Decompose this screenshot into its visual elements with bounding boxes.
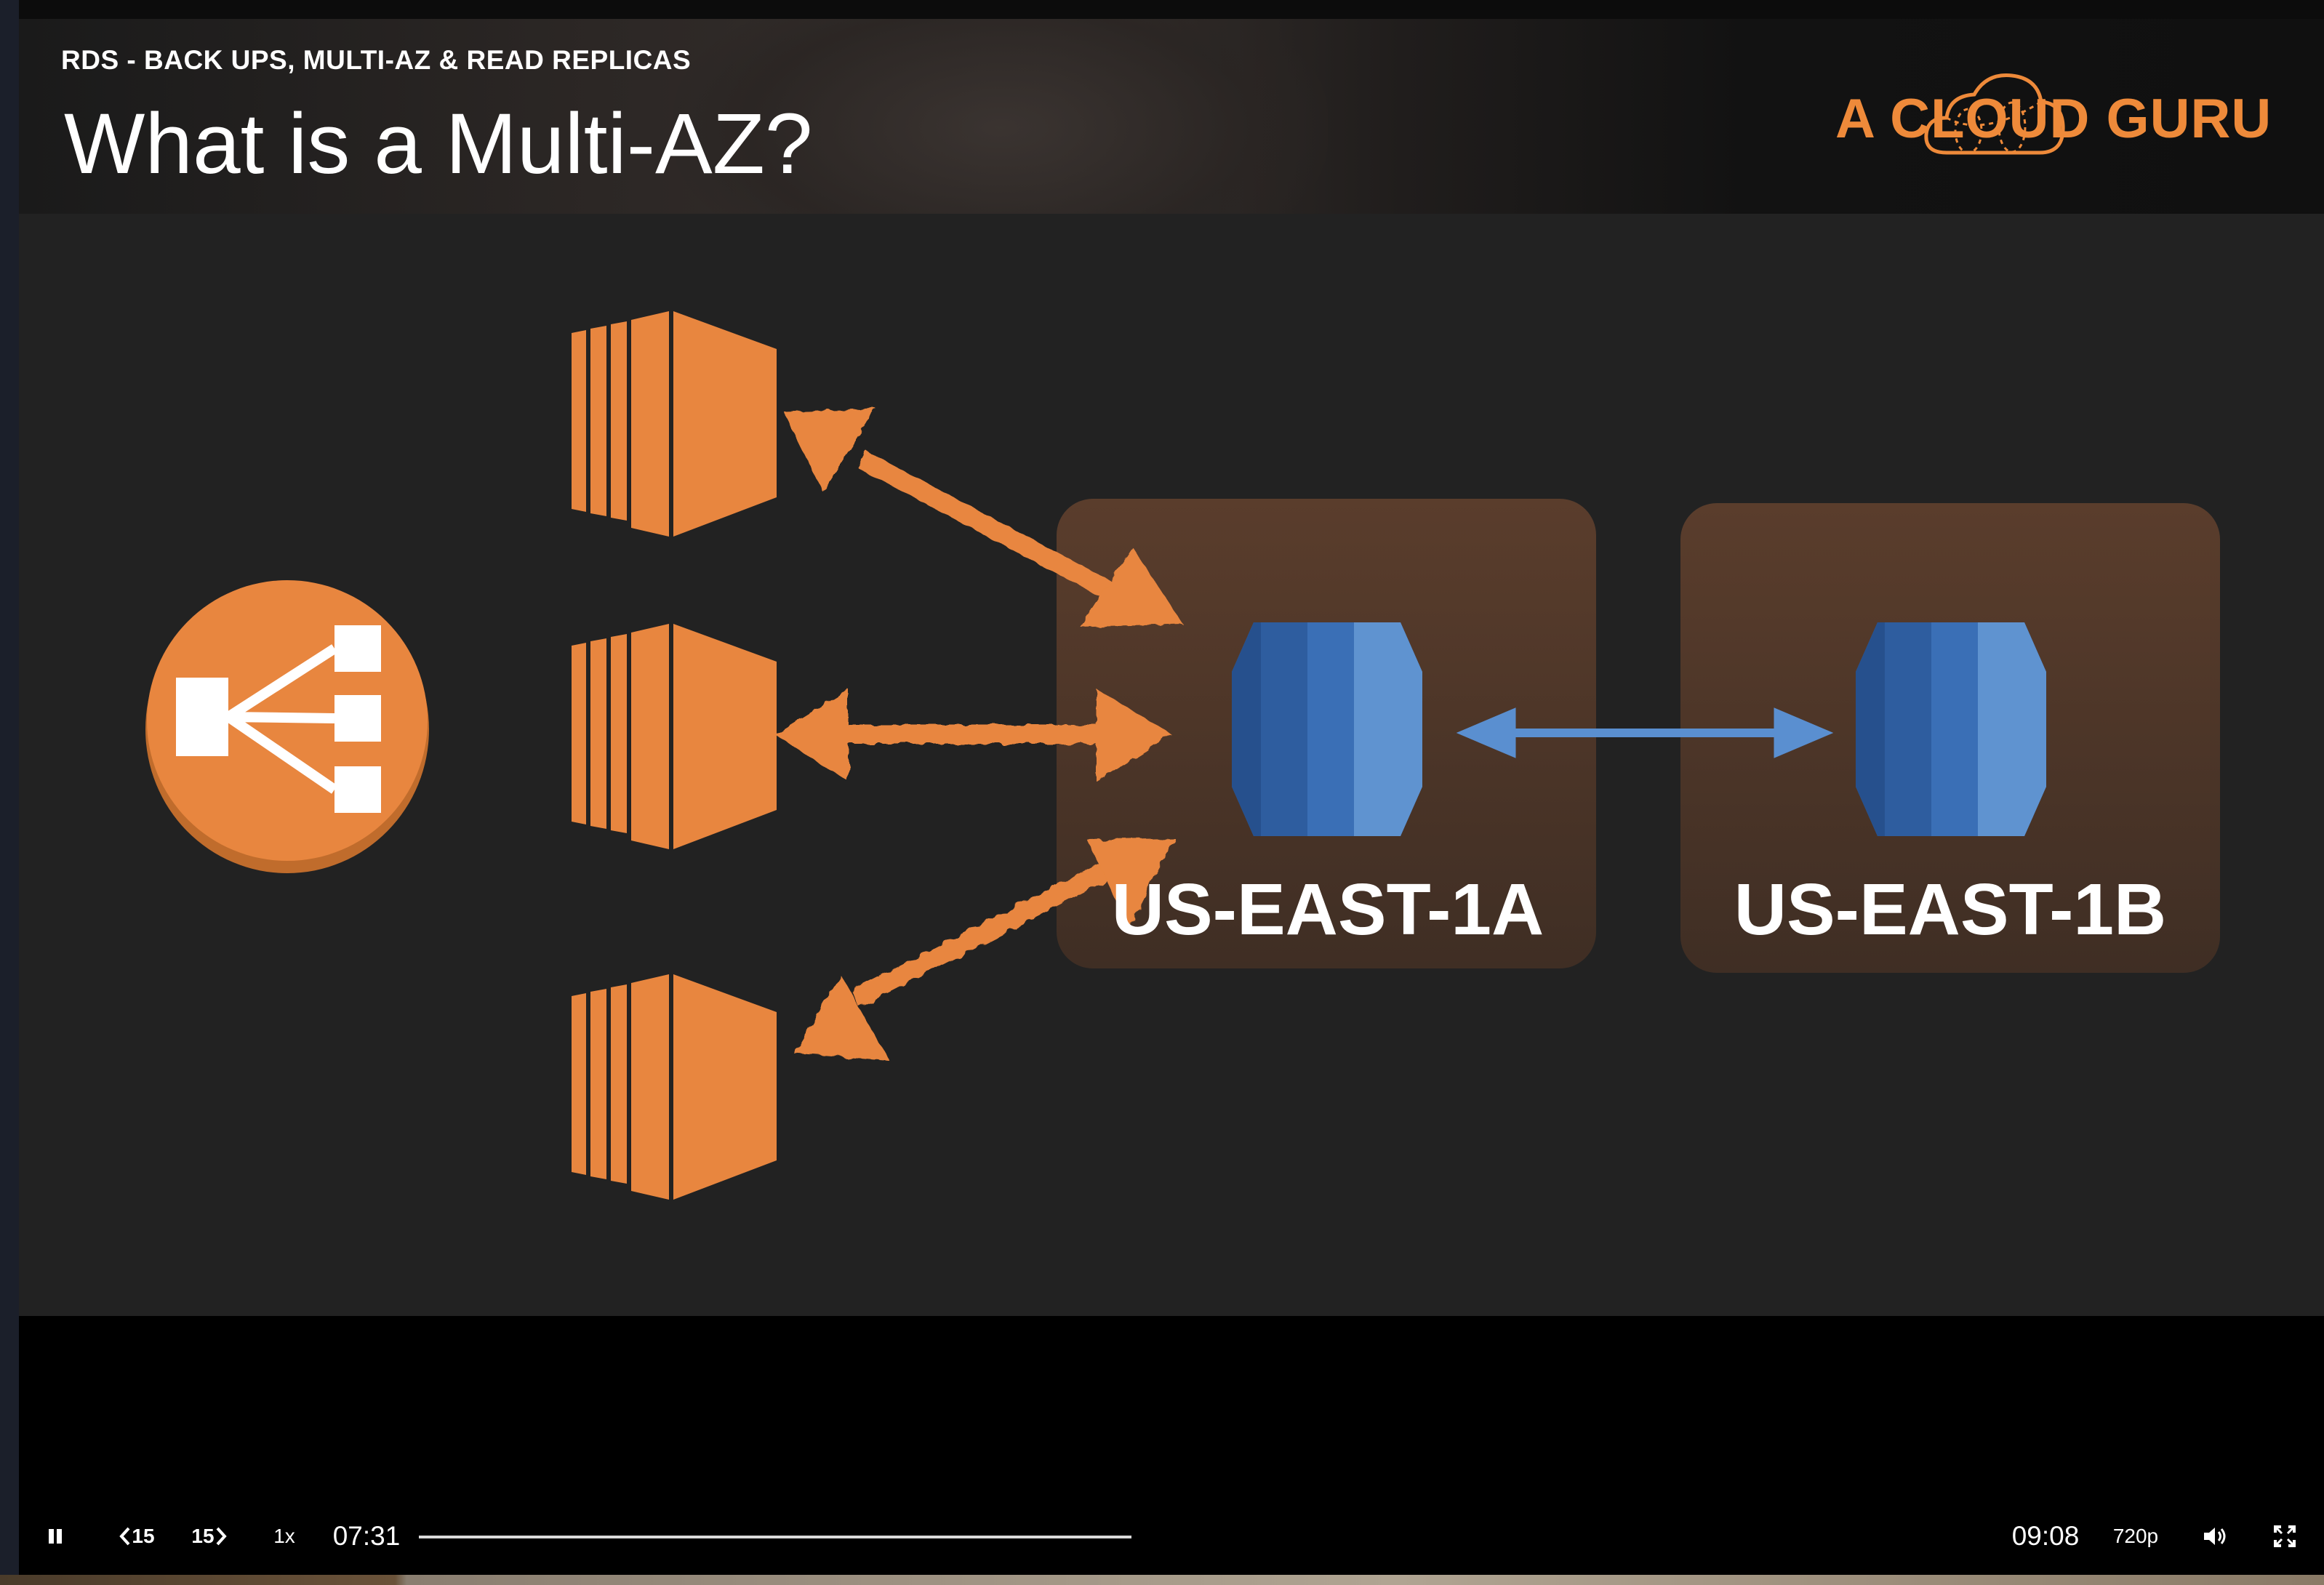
fullscreen-button[interactable]: [2263, 1517, 2307, 1555]
slide-title: What is a Multi-AZ?: [64, 96, 813, 192]
rewind-15-button[interactable]: 15: [108, 1517, 166, 1555]
connection-arrows: [774, 408, 1183, 1061]
forward-15-icon: [216, 1527, 227, 1546]
playback-speed-button[interactable]: 1x: [273, 1525, 295, 1547]
ec2-instance-icon: [572, 311, 777, 1200]
slide-header: [19, 19, 2324, 214]
top-strip: [0, 0, 2324, 19]
arrow-ec2-bottom-to-db: [793, 838, 1176, 1061]
bottom-strip: [0, 1575, 2324, 1585]
volume-button[interactable]: [2193, 1517, 2237, 1555]
cloud-logo-icon: [1924, 73, 2065, 155]
rewind-15-icon: [119, 1527, 130, 1546]
presenter-silhouette: [673, 19, 1328, 214]
arrow-ec2-middle-to-db: [774, 689, 1171, 782]
zone-label-1a: US-EAST-1A: [1111, 869, 1544, 950]
section-label: RDS - BACK UPS, MULTI-AZ & READ REPLICAS: [61, 45, 692, 75]
progress-bar[interactable]: [419, 1536, 1131, 1538]
elastic-load-balancer-icon: [145, 580, 429, 873]
pause-icon: [49, 1529, 62, 1544]
total-duration: 09:08: [2011, 1521, 2080, 1551]
rds-database-icon-primary: [1232, 622, 1422, 836]
rewind-15-label: 15: [132, 1525, 155, 1547]
zone-label-1b: US-EAST-1B: [1734, 869, 2167, 950]
quality-selector[interactable]: 720p: [2112, 1525, 2159, 1547]
brand-name: A CLOUD GURU: [1835, 88, 2272, 150]
forward-15-button[interactable]: 15: [180, 1517, 239, 1555]
slide-body: US-EAST-1A US-EAST-1B: [19, 214, 2324, 1316]
volume-icon: [2204, 1528, 2226, 1545]
arrow-ec2-top-to-db: [783, 408, 1183, 627]
fullscreen-icon: [2274, 1525, 2296, 1547]
video-letterbox: [19, 1316, 2324, 1520]
pause-button[interactable]: [39, 1517, 71, 1555]
elapsed-time: 07:31: [332, 1521, 401, 1551]
replication-arrow: [1456, 707, 1834, 758]
video-controls: 15 15 1x 07:31 09:08 720p: [19, 1509, 2324, 1567]
forward-15-label: 15: [191, 1525, 215, 1547]
multi-az-diagram: [145, 311, 2220, 1200]
sidebar-strip: [0, 0, 19, 1585]
rds-database-icon-standby: [1856, 622, 2046, 836]
